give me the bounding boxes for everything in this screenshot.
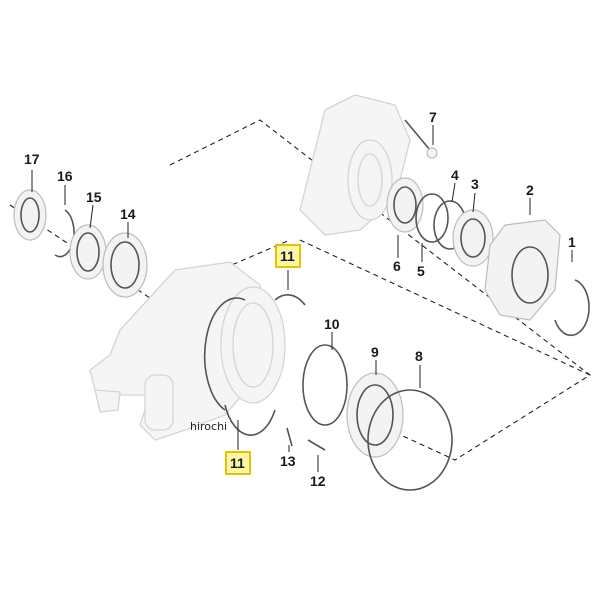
part-2-drive-flange <box>484 219 561 321</box>
callout-5: 5 <box>417 263 425 279</box>
callout-16: 16 <box>57 168 73 184</box>
part-1-circlip <box>554 279 590 337</box>
callout-15: 15 <box>86 189 102 205</box>
callout-7: 7 <box>429 109 437 125</box>
part-3-bearing-ring <box>452 209 494 267</box>
callout-10: 10 <box>324 316 340 332</box>
part-7-bolt <box>404 119 438 159</box>
callout-1: 1 <box>568 234 576 250</box>
callout-11-bottom: 11 <box>230 455 245 471</box>
leader-lines <box>31 125 573 472</box>
callout-4: 4 <box>451 167 459 183</box>
part-5-o-ring <box>415 193 449 243</box>
part-10-seal-ring <box>302 344 348 426</box>
callout-14: 14 <box>120 206 136 222</box>
housing-cover <box>299 94 411 236</box>
callout-11-top-highlight <box>275 244 301 268</box>
callout-13: 13 <box>280 453 296 469</box>
part-11-shim-ring <box>203 294 306 436</box>
part-17-shaft-seal <box>13 189 47 241</box>
part-13-pin <box>286 427 293 447</box>
callout-2: 2 <box>526 182 534 198</box>
callout-11-top: 11 <box>280 248 295 264</box>
callout-12: 12 <box>310 473 326 489</box>
part-8-o-ring <box>367 389 453 491</box>
callout-3: 3 <box>471 176 479 192</box>
callout-11-bottom-highlight <box>225 451 251 475</box>
callout-8: 8 <box>415 348 423 364</box>
part-14-needle-bearing <box>102 232 148 298</box>
callout-9: 9 <box>371 344 379 360</box>
watermark-text: hirochi <box>190 420 227 433</box>
part-9-ball-bearing <box>346 372 404 458</box>
part-15-spacer-ring <box>69 224 107 280</box>
callout-6: 6 <box>393 258 401 274</box>
final-drive-housing <box>89 261 286 441</box>
part-6-seal <box>386 177 424 233</box>
part-12-pin <box>307 439 326 451</box>
callout-17: 17 <box>24 151 40 167</box>
callout-labels: 17 16 15 14 7 4 3 2 1 6 5 11 10 9 8 11 1… <box>24 109 576 489</box>
